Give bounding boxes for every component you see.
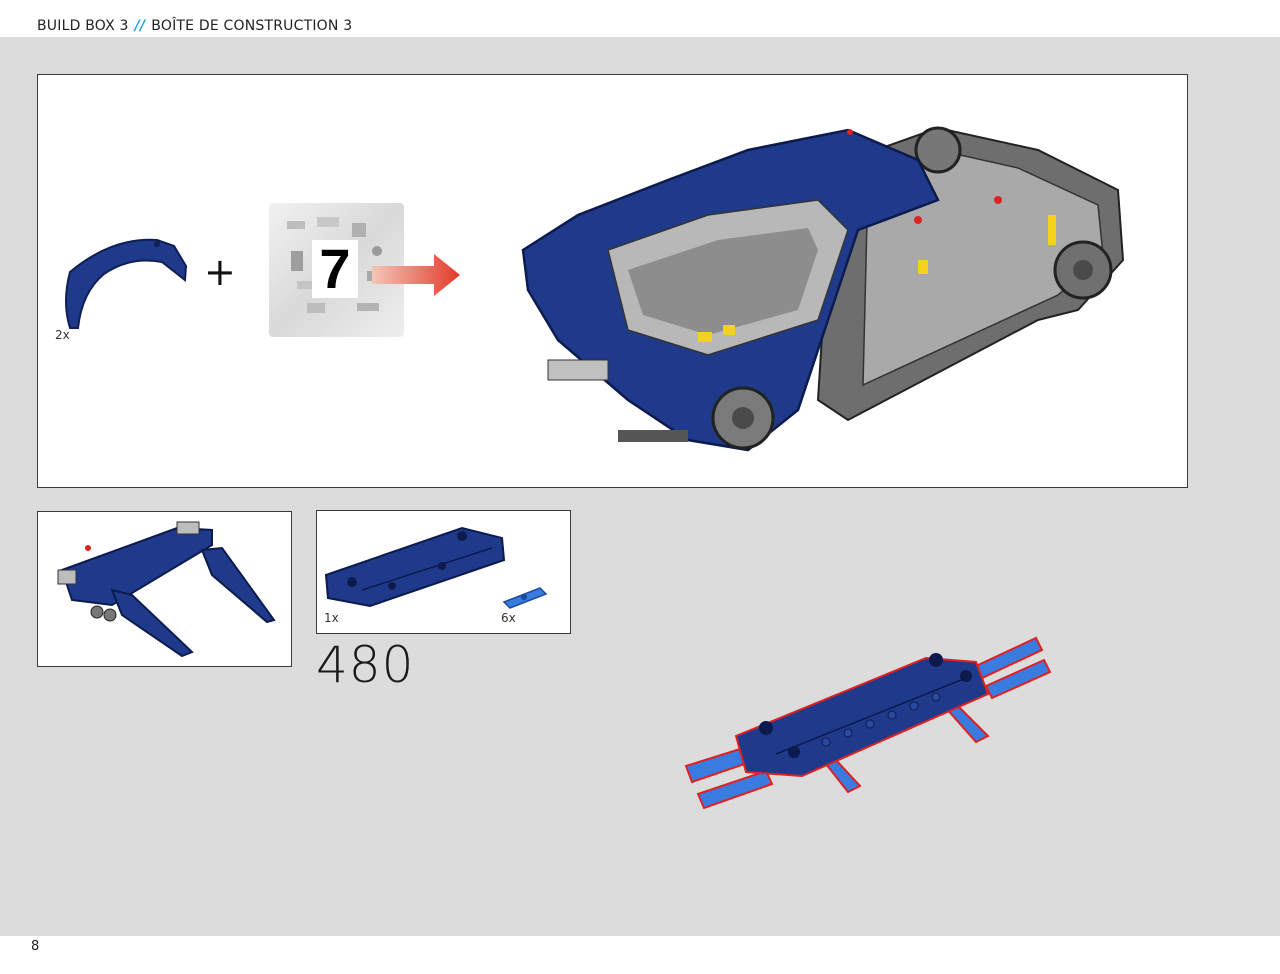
header-title: BUILD BOX 3 // BOÎTE DE CONSTRUCTION 3 [37, 18, 352, 34]
page-footer [0, 936, 1280, 974]
bag-number: 7 [312, 240, 358, 298]
step-number: 480 [316, 636, 415, 694]
part-beam-quantity: 1x [324, 611, 339, 625]
arrow-right-icon [372, 254, 460, 296]
sub-assembly-image [57, 521, 276, 658]
car-model-image [521, 126, 1125, 452]
part-pin-image [502, 587, 548, 609]
page-number: 8 [31, 939, 40, 954]
header-separator: // [134, 18, 146, 34]
part-beam-image [324, 526, 506, 608]
header-title-fr: BOÎTE DE CONSTRUCTION 3 [151, 18, 353, 34]
fender-part-image [65, 238, 188, 329]
step-illustration-image [684, 636, 1052, 810]
part-pin-quantity: 6x [501, 611, 516, 625]
fender-quantity: 2x [55, 328, 70, 342]
page-header: BUILD BOX 3 // BOÎTE DE CONSTRUCTION 3 [0, 0, 1280, 37]
header-title-en: BUILD BOX 3 [37, 18, 129, 34]
plus-sign: + [204, 250, 236, 294]
